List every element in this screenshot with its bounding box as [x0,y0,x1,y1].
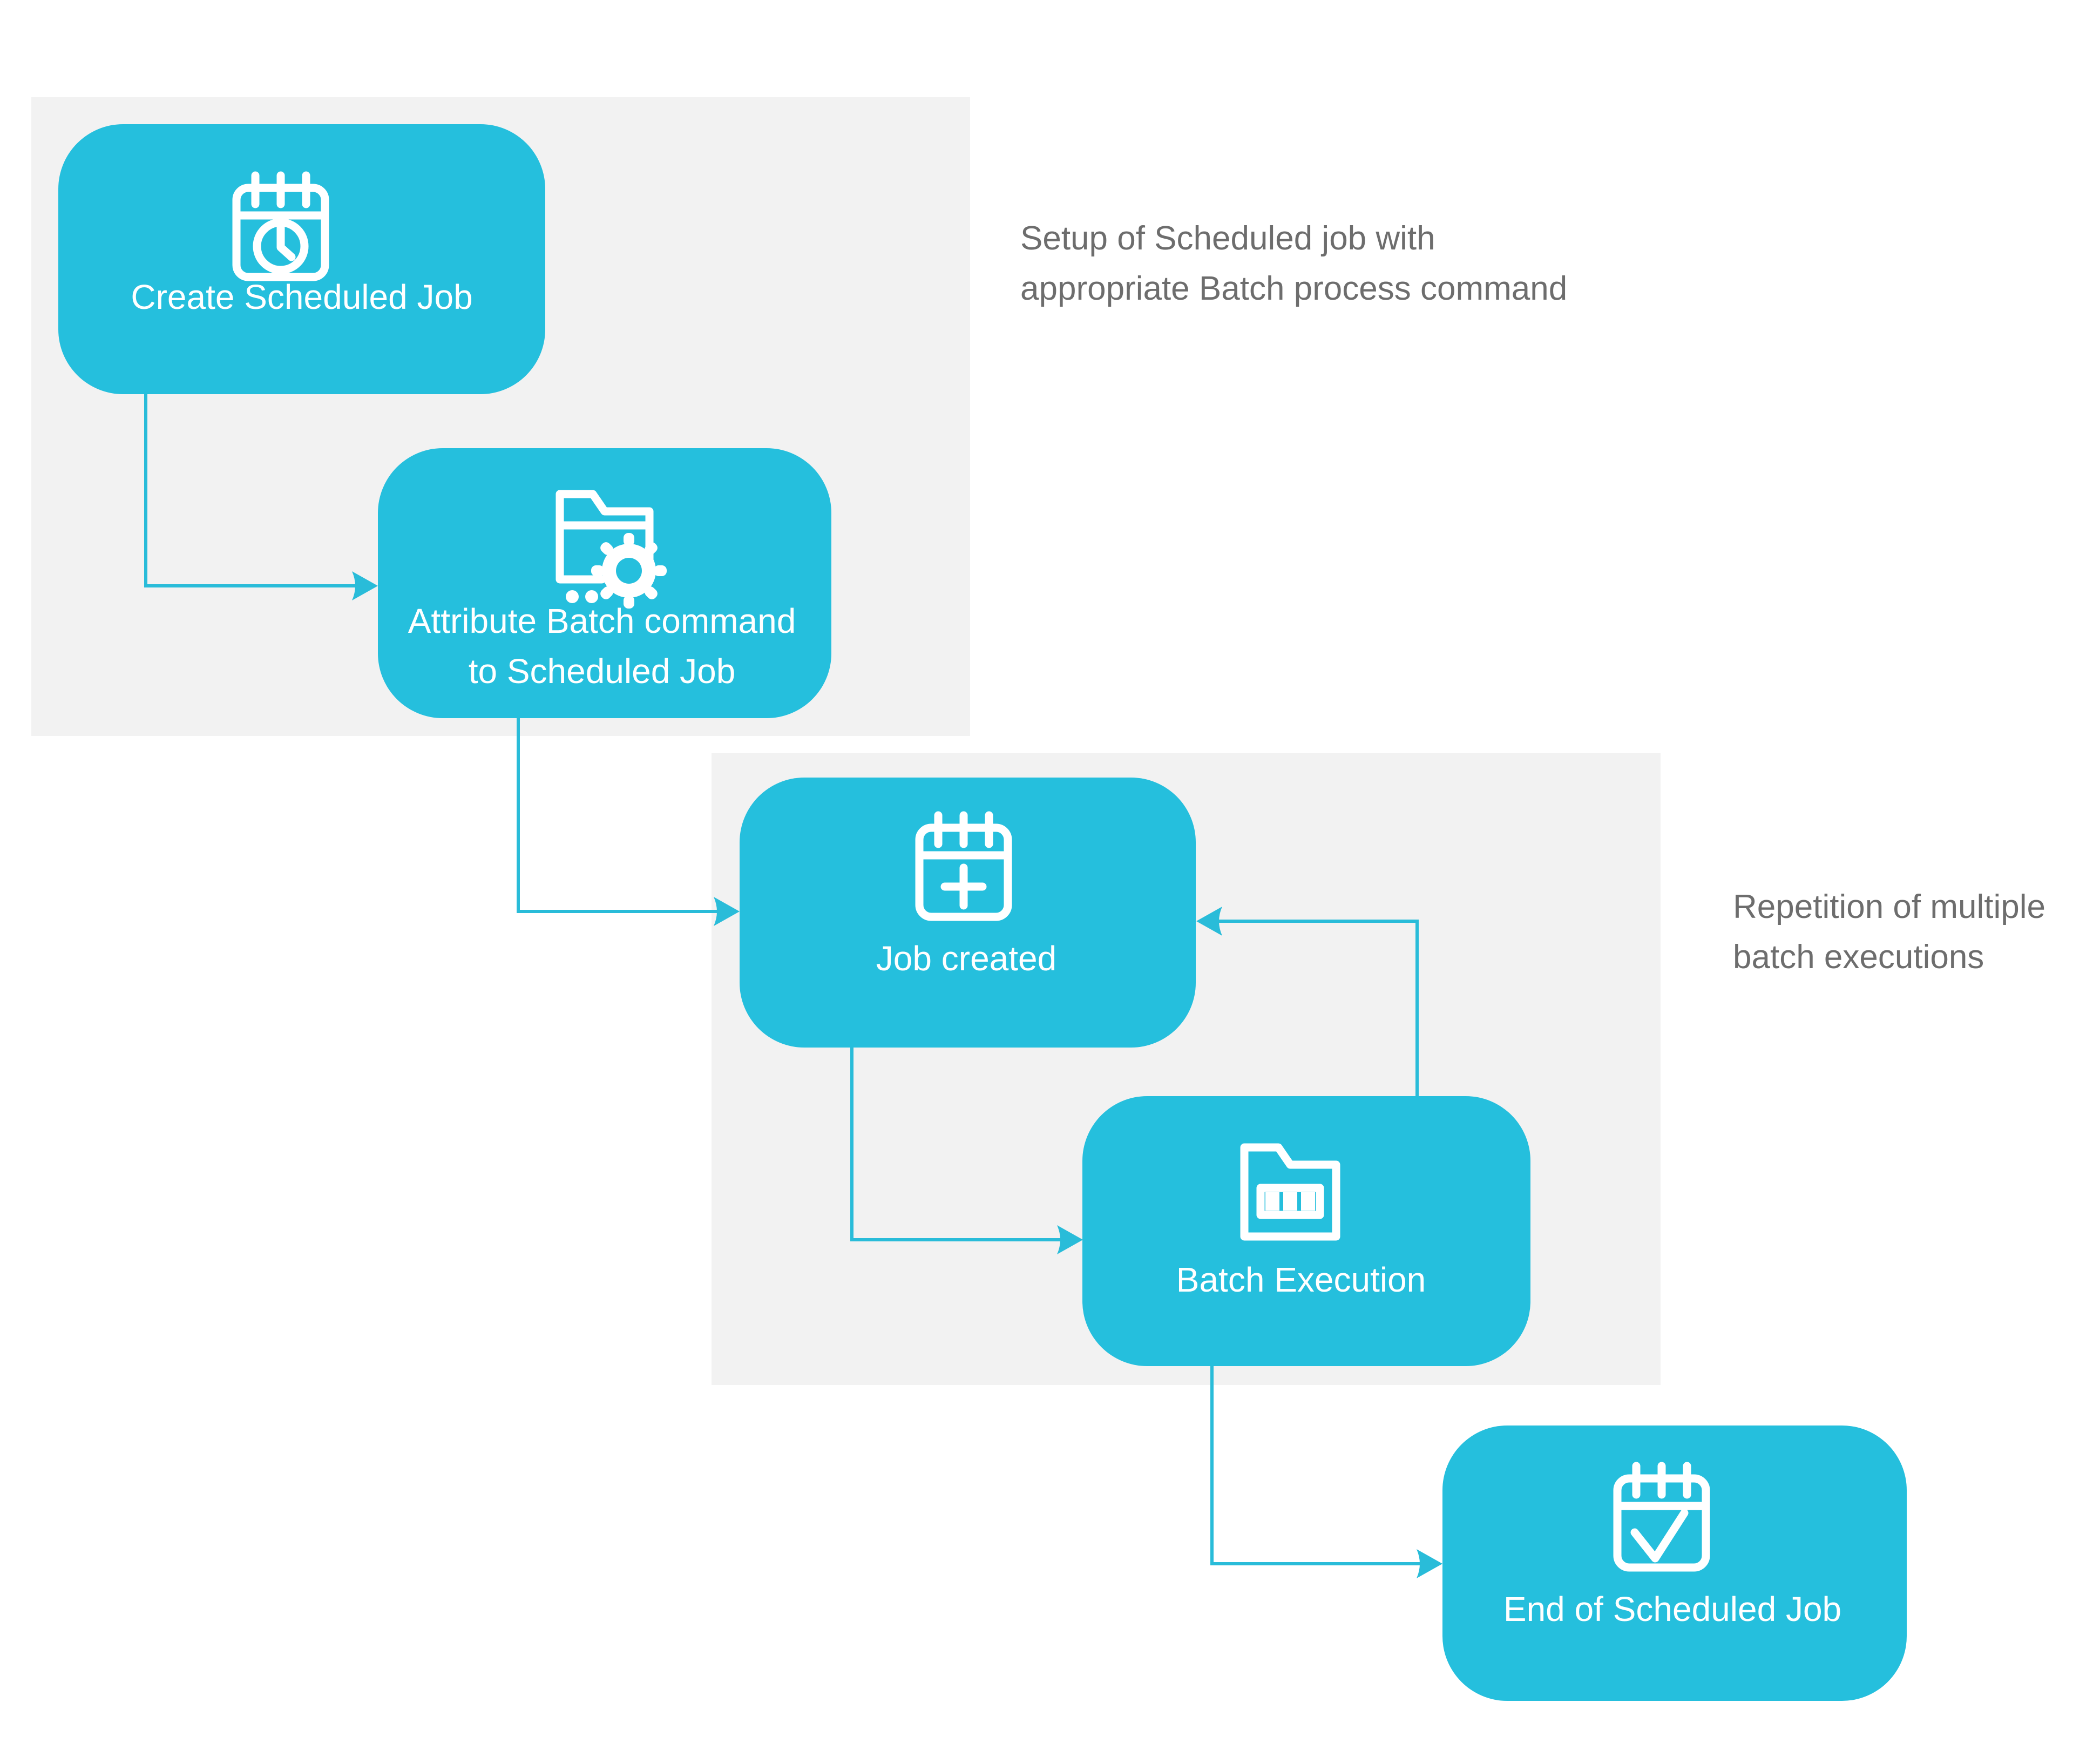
arrow-head-icon [352,571,378,600]
arrow-head-icon [714,897,740,926]
edge-create-to-attribute [144,394,378,600]
annotation-setup-line2: appropriate Batch process command [1020,270,1567,307]
folder-progress-icon [1240,1143,1340,1241]
node-end-scheduled-job-box[interactable] [1442,1426,1907,1701]
node-create-scheduled-job[interactable]: Create Scheduled Job [58,124,545,394]
node-attribute-batch-command-label-line1: Attribute Batch command [408,602,796,640]
node-attribute-batch-command[interactable]: Attribute Batch command to Scheduled Job [378,448,831,718]
calendar-clock-icon [232,171,329,281]
calendar-plus-icon [915,811,1012,921]
edge-batch-execution-to-end [1210,1366,1442,1578]
node-create-scheduled-job-label: Create Scheduled Job [131,278,472,316]
node-job-created[interactable]: Job created [740,778,1196,1048]
node-batch-execution-box[interactable] [1082,1096,1530,1366]
arrow-head-icon [1196,907,1222,936]
annotation-setup: Setup of Scheduled job with appropriate … [1020,220,1567,307]
node-attribute-batch-command-box[interactable] [378,448,831,718]
node-end-scheduled-job[interactable]: End of Scheduled Job [1442,1426,1907,1701]
folder-gear-icon [556,490,667,609]
node-batch-execution-label: Batch Execution [1176,1260,1426,1299]
arrow-head-icon [1057,1225,1083,1254]
annotation-repetition-line2: batch executions [1733,938,1984,976]
gear-glyph [591,533,667,609]
edge-batch-execution-loop-back [1196,907,1419,1096]
edge-attribute-to-job-created [517,718,740,926]
annotation-repetition: Repetition of multiple batch executions [1733,888,2045,976]
annotation-repetition-line1: Repetition of multiple [1733,888,2045,925]
node-end-scheduled-job-label: End of Scheduled Job [1503,1590,1841,1629]
connector-group [144,394,1442,1578]
node-job-created-box[interactable] [740,778,1196,1048]
edge-job-created-to-batch-execution [850,1048,1083,1254]
annotation-setup-line1: Setup of Scheduled job with [1020,220,1435,257]
node-job-created-label: Job created [876,939,1056,978]
arrow-head-icon [1417,1549,1442,1578]
node-batch-execution[interactable]: Batch Execution [1082,1096,1530,1366]
node-attribute-batch-command-label-line2: to Scheduled Job [469,652,736,691]
calendar-check-icon [1613,1462,1710,1572]
